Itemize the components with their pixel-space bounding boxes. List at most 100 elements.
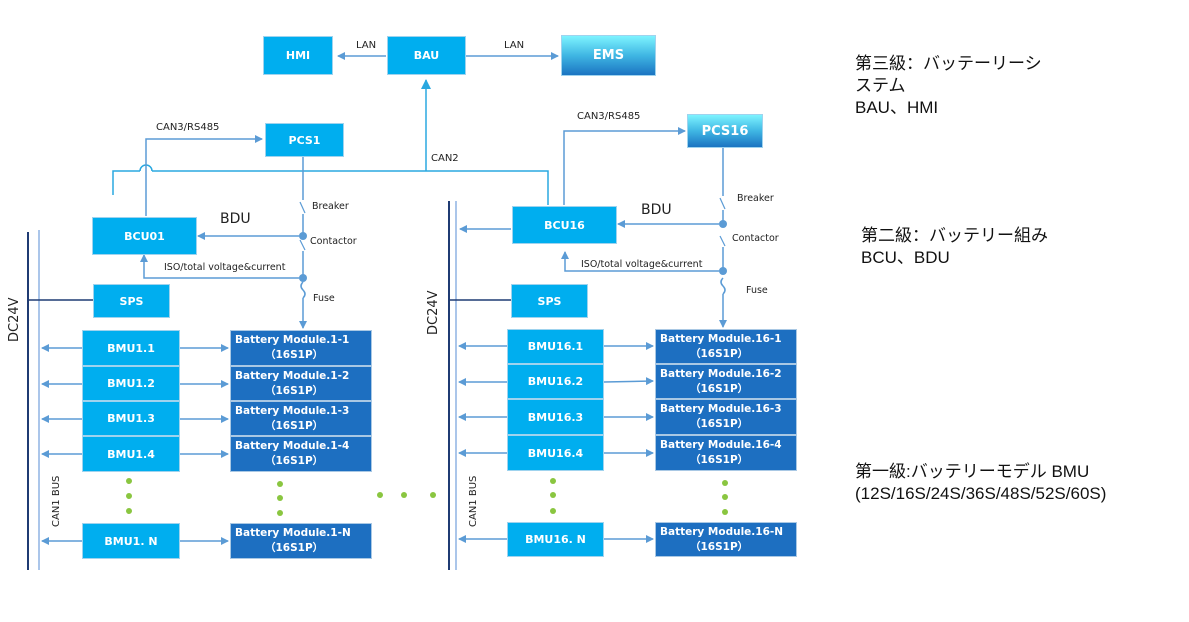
bmu-box: BMU1.3 [82, 401, 180, 436]
module-name: Battery Module.1-4 [235, 440, 350, 452]
level-3-line2: ステム [855, 76, 906, 95]
ellipsis-dot [126, 478, 132, 484]
level-3-description: 第三級：バッテーリーシ ステム BAU、HMI [855, 53, 1042, 119]
bcu-box: BCU16 [512, 206, 617, 244]
ellipsis-dot [550, 492, 556, 498]
battery-module-box: Battery Module.1-N （16S1P） [230, 523, 372, 559]
module-spec: （16S1P） [690, 347, 749, 360]
battery-module-box: Battery Module.16-3（16S1P） [655, 399, 797, 435]
bmu-box: BMU1. N [82, 523, 180, 559]
can1-bus-label: CAN1 BUS [51, 475, 62, 527]
module-name: Battery Module.16-2 [660, 367, 782, 380]
bcu-box: BCU01 [92, 217, 197, 255]
battery-module-box: Battery Module.16-1 （16S1P） [655, 329, 797, 364]
bmu-box: BMU16.1 [507, 329, 604, 364]
level-2-description: 第二級：バッテリー組み BCU、BDU [861, 225, 1048, 269]
bdu-title: BDU [220, 211, 251, 227]
sps-label: SPS [119, 294, 144, 308]
module-name: Battery Module.16-1 [660, 332, 782, 345]
module-spec: （16S1P） [265, 349, 324, 361]
fuse-label: Fuse [313, 293, 335, 304]
battery-module-box: Battery Module.16-4 （16S1P） [655, 435, 797, 471]
battery-module-box: Battery Module.16-N（16S1P） [655, 522, 797, 557]
bmu-label: BMU16. N [525, 533, 586, 546]
module-spec: （16S1P） [690, 454, 749, 466]
sps-label: SPS [537, 294, 562, 308]
can3-link-left [145, 135, 263, 216]
bmu-label: BMU16.4 [527, 446, 584, 460]
iso-label: ISO/total voltage&current [164, 262, 286, 273]
module-name: Battery Module.1-3 [235, 404, 350, 417]
battery-module-box: Battery Module.1-3 （16S1P） [230, 401, 372, 436]
can1-bus-label: CAN1 BUS [468, 475, 479, 527]
module-spec: （16S1P） [265, 455, 324, 467]
bmu-box: BMU16.3 [507, 399, 604, 435]
ellipsis-dot [277, 510, 283, 516]
level-3-line3: BAU、HMI [855, 98, 939, 117]
pcs-label: PCS16 [701, 123, 749, 139]
bmu-label: BMU1.4 [107, 447, 155, 461]
bcu-label: BCU16 [544, 218, 585, 232]
bau-box: BAU [387, 36, 466, 75]
breaker-label: Breaker [737, 193, 774, 204]
lan-label-left: LAN [356, 40, 377, 51]
hmi-box: HMI [263, 36, 333, 75]
bmu-label: BMU16.1 [527, 340, 584, 353]
module-name: Battery Module.1-N [235, 527, 351, 539]
contactor-label: Contactor [310, 236, 357, 247]
level-1-description: 第一級:バッテリーモデル BMU (12S/16S/24S/36S/48S/52… [855, 461, 1106, 505]
bdu-title: BDU [641, 202, 672, 218]
ellipsis-dot [277, 495, 283, 501]
module-spec: （16S1P） [265, 384, 324, 397]
ellipsis-dot [722, 480, 728, 486]
dc24v-label: DC24V [7, 297, 22, 342]
lan-label-right: LAN [504, 40, 525, 51]
bcu-label: BCU01 [124, 229, 165, 243]
module-name: Battery Module.16-4 [660, 439, 782, 451]
can3-label: CAN3/RS485 [577, 111, 641, 122]
ellipsis-dot [377, 492, 383, 498]
dc24v-label: DC24V [426, 290, 441, 335]
bmu-label: BMU16.2 [527, 375, 584, 388]
breaker-label: Breaker [312, 201, 349, 212]
bmu-box: BMU1.1 [82, 330, 180, 366]
level-3-line1: 第三級：バッテーリーシ [855, 54, 1042, 73]
level-1-line1: 第一級:バッテリーモデル BMU [855, 462, 1090, 481]
bmu-label: BMU1.3 [107, 412, 155, 425]
bmu-box: BMU16.4 [507, 435, 604, 471]
sps-box: SPS [511, 284, 588, 318]
bau-label: BAU [413, 49, 440, 62]
battery-module-box: Battery Module.1-2（16S1P） [230, 366, 372, 401]
ems-label: EMS [592, 48, 625, 63]
battery-module-box: Battery Module.16-2 （16S1P） [655, 364, 797, 399]
ellipsis-dot [401, 492, 407, 498]
level-1-line2: (12S/16S/24S/36S/48S/52S/60S) [855, 484, 1107, 503]
can2-label: CAN2 [431, 153, 459, 164]
bmu-label: BMU1.2 [107, 377, 155, 390]
level-2-line2: BCU、BDU [861, 248, 950, 267]
contactor-label: Contactor [732, 233, 779, 244]
fuse-label: Fuse [746, 285, 768, 296]
iso-label: ISO/total voltage&current [581, 259, 703, 270]
module-spec: （16S1P） [265, 542, 324, 554]
module-spec: （16S1P） [690, 382, 749, 395]
can2-line-left [112, 170, 140, 195]
bmu-label: BMU1.1 [107, 341, 155, 355]
bmu-label: BMU1. N [104, 534, 158, 548]
module-name: Battery Module.16-N [660, 525, 784, 538]
ems-box: EMS [561, 35, 656, 76]
bmu-box: BMU1.4 [82, 436, 180, 472]
can3-label: CAN3/RS485 [156, 122, 220, 133]
hmi-label: HMI [285, 49, 311, 62]
ellipsis-dot [722, 494, 728, 500]
ellipsis-dot [277, 481, 283, 487]
can2-line [152, 170, 549, 205]
module-spec: （16S1P） [690, 418, 749, 430]
ellipsis-dot [550, 508, 556, 514]
battery-module-box: Battery Module.1-1（16S1P） [230, 330, 372, 366]
module-spec: （16S1P） [265, 419, 324, 432]
ellipsis-dot [550, 478, 556, 484]
bmu-box: BMU16.2 [507, 364, 604, 399]
